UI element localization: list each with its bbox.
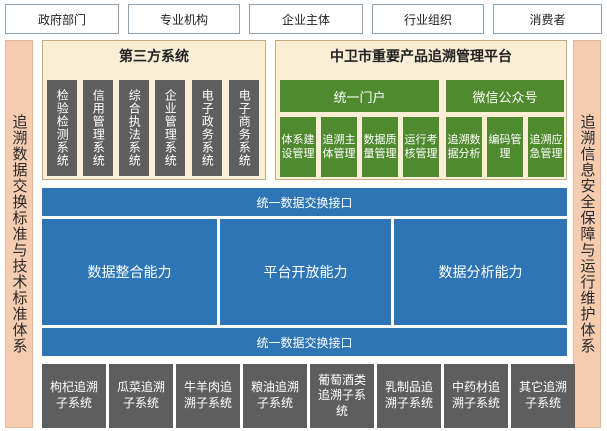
module-code-management: 编码管理: [487, 117, 523, 177]
module-data-analysis: 追溯数据分析: [446, 117, 482, 177]
system-credit: 信用管理系统: [83, 80, 113, 176]
system-enforcement-label: 综合执法系统: [127, 89, 142, 167]
stakeholder-enterprise: 企业主体: [249, 4, 363, 34]
system-e-government-label: 电子政务系统: [200, 89, 215, 167]
system-enterprise-mgmt: 企业管理系统: [155, 80, 185, 176]
system-e-commerce: 电子商务系统: [229, 80, 259, 176]
module-data-quality: 数据质量管理: [362, 117, 398, 177]
wechat-official-account: 微信公众号: [446, 80, 564, 112]
system-e-commerce-label: 电子商务系统: [237, 89, 252, 167]
stakeholder-professional-agency: 专业机构: [128, 4, 240, 34]
capability-data-integration: 数据整合能力: [42, 219, 217, 325]
unified-portal: 统一门户: [280, 80, 439, 112]
subsystem-herbal-medicine: 中药材追溯子系统: [444, 364, 508, 428]
security-maintenance-bar: 追溯信息安全保障与运行维护体系: [573, 40, 601, 428]
module-operation-assessment: 运行考核管理: [403, 117, 439, 177]
subsystem-wine: 葡萄酒类追溯子系统: [310, 364, 374, 428]
standards-system-bar: 追溯数据交换标准与技术标准体系: [5, 40, 33, 428]
subsystem-other: 其它追溯子系统: [511, 364, 575, 428]
module-emergency-management: 追溯应急管理: [528, 117, 564, 177]
standards-system-label: 追溯数据交换标准与技术标准体系: [10, 114, 29, 354]
subsystem-vegetables: 瓜菜追溯子系统: [109, 364, 173, 428]
third-party-panel: 第三方系统: [42, 40, 266, 180]
capability-platform-openness: 平台开放能力: [220, 219, 391, 325]
system-enforcement: 综合执法系统: [119, 80, 149, 176]
stakeholder-industry-org: 行业组织: [372, 4, 484, 34]
system-inspection-label: 检验检测系统: [55, 89, 70, 167]
module-subject-management: 追溯主体管理: [321, 117, 357, 177]
third-party-title: 第三方系统: [119, 49, 189, 65]
data-exchange-interface-top: 统一数据交换接口: [42, 188, 567, 216]
capability-data-analysis: 数据分析能力: [394, 219, 567, 325]
subsystem-dairy: 乳制品追溯子系统: [377, 364, 441, 428]
system-inspection: 检验检测系统: [47, 80, 77, 176]
module-system-construction: 体系建设管理: [280, 117, 316, 177]
subsystem-grain-oil: 粮油追溯子系统: [243, 364, 307, 428]
data-exchange-interface-bottom: 统一数据交换接口: [42, 328, 567, 356]
stakeholder-government: 政府部门: [5, 4, 119, 34]
system-enterprise-mgmt-label: 企业管理系统: [163, 89, 178, 167]
system-credit-label: 信用管理系统: [91, 89, 106, 167]
security-maintenance-label: 追溯信息安全保障与运行维护体系: [578, 114, 597, 354]
subsystem-beef-mutton: 牛羊肉追溯子系统: [176, 364, 240, 428]
stakeholder-consumer: 消费者: [493, 4, 602, 34]
subsystem-wolfberry: 枸杞追溯子系统: [42, 364, 106, 428]
platform-title: 中卫市重要产品追溯管理平台: [330, 49, 512, 65]
system-e-government: 电子政务系统: [192, 80, 222, 176]
